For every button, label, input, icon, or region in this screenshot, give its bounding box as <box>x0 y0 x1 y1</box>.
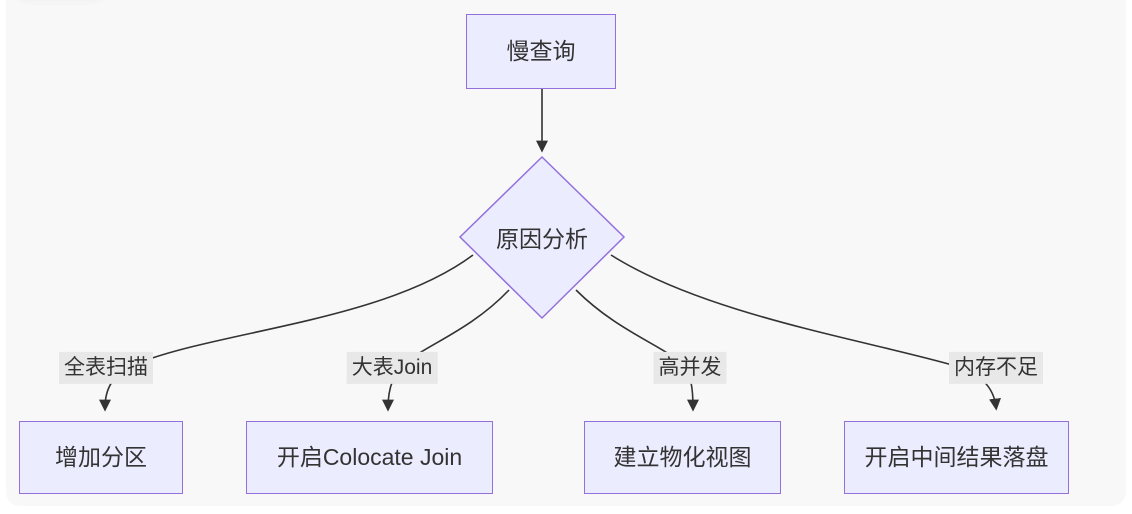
node-slow-query: 慢查询 <box>466 14 616 89</box>
node-colocate-join: 开启Colocate Join <box>246 421 493 494</box>
edge-analysis-to-matview <box>575 289 699 412</box>
node-spill-to-disk-label: 开启中间结果落盘 <box>864 443 1049 470</box>
node-colocate-join-label: 开启Colocate Join <box>276 443 463 470</box>
node-add-partition: 增加分区 <box>19 421 183 494</box>
edge-label-high-concurrency: 高并发 <box>653 351 727 385</box>
node-spill-to-disk: 开启中间结果落盘 <box>844 421 1069 494</box>
edge-label-insufficient-memory: 内存不足 <box>949 351 1043 385</box>
edge-analysis-to-spill <box>610 254 1001 411</box>
decision-diamond-shape <box>458 155 626 320</box>
edge-label-big-table-join: 大表Join <box>346 351 438 385</box>
edge-label-full-table-scan: 全表扫描 <box>59 351 153 385</box>
node-cause-analysis-label: 原因分析 <box>496 226 588 252</box>
diagram-canvas: 慢查询 原因分析 全表扫描 大表Join 高并发 内存不足 增加分区 开启Col… <box>6 0 1126 506</box>
edge-analysis-to-partition <box>99 254 474 412</box>
node-materialized-view-label: 建立物化视图 <box>613 443 752 470</box>
node-materialized-view: 建立物化视图 <box>584 421 781 494</box>
edge-analysis-to-colocate <box>382 289 510 412</box>
node-add-partition-label: 增加分区 <box>55 443 147 470</box>
node-slow-query-label: 慢查询 <box>506 37 576 64</box>
